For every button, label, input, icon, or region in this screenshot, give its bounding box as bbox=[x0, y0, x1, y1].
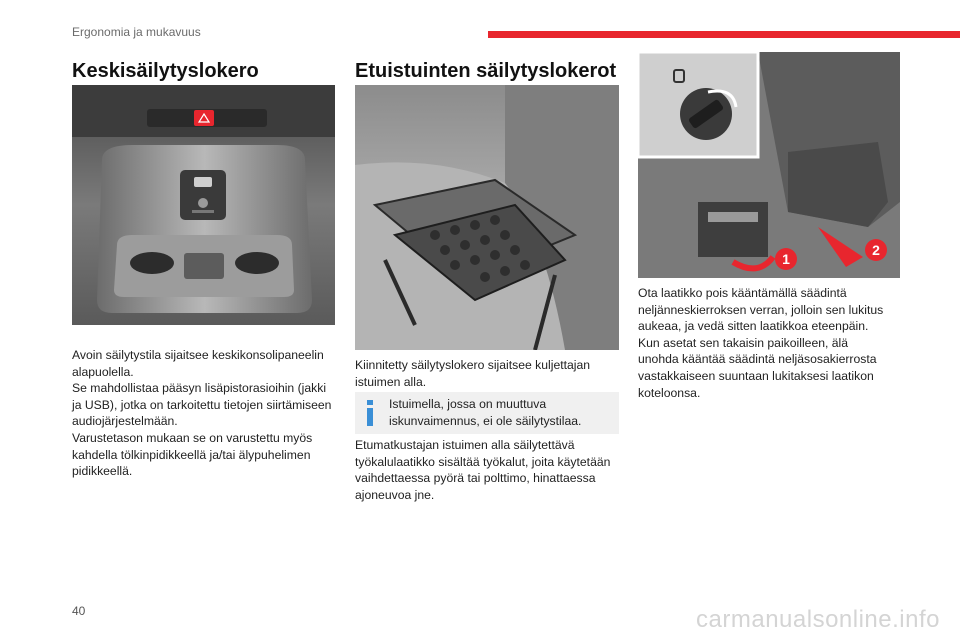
paragraph-line: koteloonsa. bbox=[638, 385, 701, 400]
seat-storage-intro: Kiinnitetty säilytyslokero sijaitsee kul… bbox=[355, 357, 620, 390]
toolbox-illustration: 1 2 bbox=[636, 50, 900, 278]
paragraph-line: työkalulaatikko sisältää työkalut, joita… bbox=[355, 454, 611, 469]
seat-storage-photo bbox=[355, 85, 619, 351]
paragraph-line: alapuolella. bbox=[72, 364, 134, 379]
header-accent-bar bbox=[488, 31, 960, 38]
page-number: 40 bbox=[72, 604, 86, 618]
center-console-photo bbox=[72, 85, 335, 325]
info-note-text: Istuimella, jossa on muuttuva iskunvaime… bbox=[389, 396, 614, 429]
paragraph-line: neljänneskierroksen verran, jolloin sen … bbox=[638, 302, 884, 317]
callout-2: 2 bbox=[872, 242, 880, 258]
center-console-illustration bbox=[72, 85, 335, 325]
paragraph-line: ajoneuvoa jne. bbox=[355, 487, 435, 502]
paragraph-line: Kiinnitetty säilytyslokero sijaitsee kul… bbox=[355, 358, 591, 372]
callout-1: 1 bbox=[782, 251, 790, 267]
center-storage-title: Keskisäilytyslokero bbox=[72, 60, 259, 82]
toolbox-removal-instructions: Ota laatikko pois kääntämällä säädintä n… bbox=[638, 285, 903, 401]
paragraph-line: Etumatkustajan istuimen alla säilytettäv… bbox=[355, 438, 575, 452]
paragraph-line: audiojärjestelmään. bbox=[72, 414, 178, 429]
paragraph-line: kahdella tölkinpidikkeellä ja/tai älypuh… bbox=[72, 447, 311, 462]
paragraph-line: Ota laatikko pois kääntämällä säädintä bbox=[638, 286, 847, 300]
paragraph-line: Varustetason mukaan se on varustettu myö… bbox=[72, 430, 313, 445]
info-note-box: Istuimella, jossa on muuttuva iskunvaime… bbox=[355, 392, 619, 434]
passenger-toolbox-description: Etumatkustajan istuimen alla säilytettäv… bbox=[355, 437, 620, 503]
paragraph-line: pidikkeellä. bbox=[72, 464, 133, 479]
paragraph-line: istuimen alla. bbox=[355, 374, 427, 389]
paragraph-line: ja USB), jotka on tarkoitettu tietojen s… bbox=[72, 397, 332, 412]
paragraph-line: unohda kääntää säädintä neljäsosakierros… bbox=[638, 352, 877, 367]
paragraph-line: vaihdettaessa pyörä tai polttimo, hinatt… bbox=[355, 471, 596, 486]
info-line: Istuimella, jossa on muuttuva bbox=[389, 397, 547, 411]
paragraph-line: aukeaa, ja vedä sitten laatikkoa eteenpä… bbox=[638, 319, 869, 334]
paragraph-line: vastakkaiseen suuntaan lukitaksesi laati… bbox=[638, 368, 874, 383]
toolbox-removal-photo: 1 2 bbox=[636, 50, 900, 278]
info-line: iskunvaimennus, ei ole säilytystilaa. bbox=[389, 413, 582, 428]
site-watermark: carmanualsonline.info bbox=[696, 606, 940, 633]
header-section-title: Ergonomia ja mukavuus bbox=[72, 25, 201, 39]
paragraph-line: Se mahdollistaa pääsyn lisäpistorasioihi… bbox=[72, 381, 327, 396]
center-storage-description: Avoin säilytystila sijaitsee keskikonsol… bbox=[72, 347, 337, 480]
paragraph-line: Kun asetat sen takaisin paikoilleen, älä bbox=[638, 335, 849, 350]
info-icon bbox=[367, 400, 373, 426]
paragraph-line: Avoin säilytystila sijaitsee keskikonsol… bbox=[72, 348, 324, 362]
front-seat-storage-title: Etuistuinten säilytyslokerot bbox=[355, 60, 617, 82]
seat-tray-illustration bbox=[355, 85, 619, 351]
